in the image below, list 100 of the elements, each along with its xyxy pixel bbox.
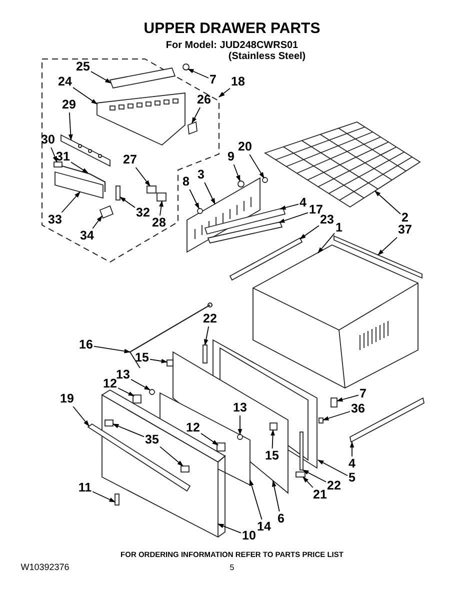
leader-line xyxy=(61,192,80,213)
screw xyxy=(238,180,244,188)
bracket xyxy=(188,121,198,135)
callout-number: 23 xyxy=(320,214,334,226)
callout-number: 27 xyxy=(123,154,137,166)
drawer-slide xyxy=(350,397,424,443)
screw xyxy=(149,389,155,395)
model-line: For Model: JUD248CWRS01 xyxy=(166,40,298,51)
leader-line xyxy=(112,424,144,438)
leader-line xyxy=(159,200,164,216)
callout-number: 30 xyxy=(41,134,55,146)
drawer-slide xyxy=(207,221,283,244)
callout-number: 20 xyxy=(238,140,252,154)
connector xyxy=(54,162,62,168)
dashed-group-outline xyxy=(41,58,221,264)
leader-line xyxy=(217,524,242,534)
callout-number: 31 xyxy=(56,150,70,164)
callout-number: 18 xyxy=(231,76,245,88)
callout-number: 3 xyxy=(198,168,204,182)
leader-line xyxy=(189,189,200,210)
leader-line xyxy=(94,346,131,354)
leader-line xyxy=(204,326,210,346)
leader-line xyxy=(50,147,58,163)
block xyxy=(99,205,114,219)
door-front xyxy=(101,389,226,538)
rail xyxy=(229,237,303,281)
leader-line xyxy=(299,225,320,240)
screw xyxy=(114,494,120,506)
clip xyxy=(296,472,306,478)
callout-number: 26 xyxy=(197,94,211,106)
leader-line xyxy=(350,441,354,457)
callout-number: 36 xyxy=(351,402,365,416)
leader-line xyxy=(302,476,314,488)
leader-line xyxy=(302,470,326,482)
callout-number: 16 xyxy=(79,338,93,352)
screw xyxy=(197,208,203,214)
callout-number: 15 xyxy=(135,352,149,364)
callout-number: 29 xyxy=(62,98,76,112)
callout-number: 2 xyxy=(402,212,408,224)
trim-strip xyxy=(109,67,176,89)
callout-number: 8 xyxy=(182,176,190,188)
leader-line xyxy=(270,429,275,449)
callout-number: 22 xyxy=(203,312,217,326)
pad xyxy=(270,422,278,430)
leader-line xyxy=(317,460,348,476)
clip xyxy=(318,418,324,424)
rim-strip xyxy=(334,235,422,279)
screw xyxy=(262,177,268,183)
leader-line xyxy=(119,196,136,208)
leader-line xyxy=(279,204,299,210)
callout-number: 1 xyxy=(336,222,342,234)
callout-number: 35 xyxy=(145,434,159,446)
leader-line xyxy=(233,164,240,182)
leader-line xyxy=(160,446,184,466)
callout-number: 10 xyxy=(242,530,256,542)
callout-number: 4 xyxy=(300,196,306,210)
leader-line xyxy=(68,112,73,141)
callout-number: 34 xyxy=(80,230,94,242)
callout-number: 4 xyxy=(348,458,356,470)
callout-number: 21 xyxy=(313,488,327,502)
cover xyxy=(54,171,104,199)
leader-line xyxy=(70,162,89,174)
drawer-slide xyxy=(204,207,286,235)
callout-number: 37 xyxy=(398,224,412,236)
screw xyxy=(330,398,338,408)
clip xyxy=(156,192,166,202)
leader-line xyxy=(218,88,230,98)
leader-line xyxy=(200,432,219,446)
document-number: W10392376 xyxy=(20,562,70,572)
callout-number: 14 xyxy=(257,520,271,534)
callout-number: 25 xyxy=(76,60,90,74)
screw xyxy=(182,64,190,70)
callout-number: 12 xyxy=(186,422,200,434)
switch xyxy=(146,186,156,194)
callout-number: 28 xyxy=(152,216,166,230)
callout-number: 7 xyxy=(210,74,216,86)
callout-number: 33 xyxy=(48,214,62,226)
callout-number: 13 xyxy=(233,402,247,414)
leader-line xyxy=(72,87,98,104)
leader-line xyxy=(92,491,116,502)
leader-line xyxy=(135,167,150,186)
page-number: 5 xyxy=(230,563,234,572)
leader-line xyxy=(378,236,398,256)
callout-number: 22 xyxy=(327,480,341,492)
leader-line xyxy=(249,154,264,179)
callout-number: 9 xyxy=(228,150,234,164)
leader-line xyxy=(322,411,350,420)
callout-number: 6 xyxy=(278,512,284,526)
leader-line xyxy=(187,68,209,78)
callout-number: 15 xyxy=(265,450,279,462)
callout-number: 7 xyxy=(360,388,366,400)
leader-line xyxy=(336,394,359,402)
leader-line xyxy=(318,232,335,254)
bracket xyxy=(132,394,142,404)
callout-number: 32 xyxy=(136,206,150,220)
leader-line xyxy=(238,415,242,436)
leader-line xyxy=(374,190,401,214)
leader-line xyxy=(118,388,135,396)
callout-number: 24 xyxy=(58,76,72,88)
leader-line xyxy=(92,216,102,229)
